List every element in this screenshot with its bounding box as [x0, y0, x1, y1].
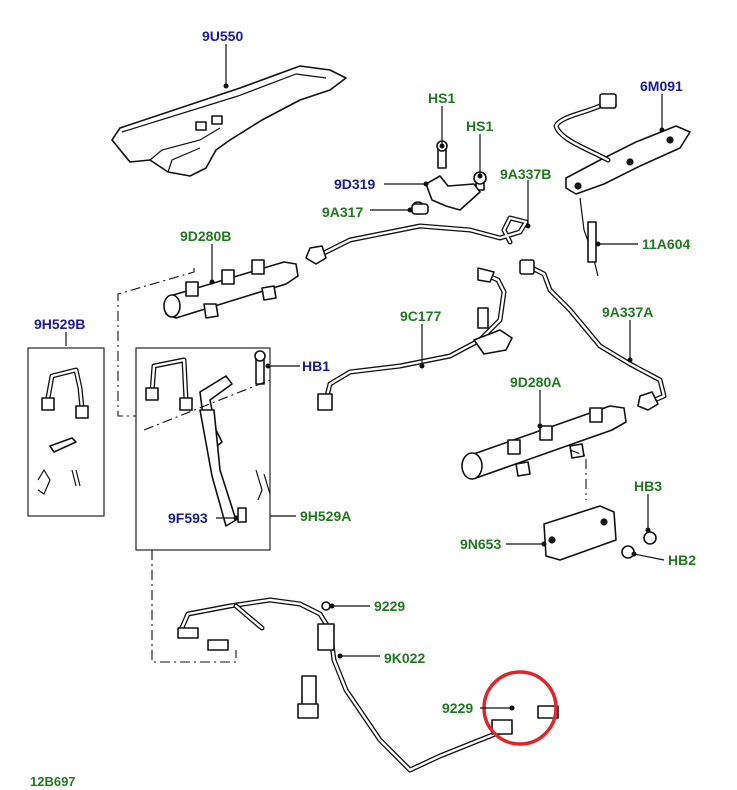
- part-label-hb3: HB3: [634, 478, 663, 494]
- part-label-9c177: 9C177: [400, 308, 442, 324]
- mounting-bracket-9n653-part: [543, 505, 657, 561]
- fuel-rail-9d280a-part: [461, 405, 627, 480]
- glow-plug-harness-part: [553, 93, 691, 277]
- part-label-9k022: 9K022: [384, 650, 426, 666]
- engine-cover-part: [111, 65, 347, 177]
- part-label-11a604: 11A604: [642, 236, 691, 252]
- part-label-9d280b: 9D280B: [180, 228, 232, 244]
- leader-lines: [65, 44, 665, 711]
- part-label-hs1-lower: HS1: [466, 118, 494, 134]
- fuel-pipe-9a337a-part: [519, 259, 667, 411]
- part-label-9229-lower: 9229: [442, 700, 474, 716]
- part-label-9n653: 9N653: [460, 536, 502, 552]
- dash-dot-reference-lines: [117, 268, 587, 663]
- part-label-9f593: 9F593: [168, 510, 208, 526]
- injector-pipe-kit-box: [27, 347, 105, 517]
- part-label-6m091: 6M091: [640, 78, 683, 94]
- part-label-9d319: 9D319: [334, 176, 376, 192]
- fuel-rail-9d280b-part: [163, 259, 299, 319]
- part-label-hb2: HB2: [668, 552, 697, 568]
- part-label-hb1: HB1: [302, 358, 331, 374]
- bracket-assembly-part: [411, 140, 487, 215]
- part-label-hs1-upper: HS1: [428, 90, 456, 106]
- fuel-pipe-9a337b-part: [305, 215, 529, 265]
- wiring-harness-9k022-part: [177, 597, 559, 773]
- part-label-9h529a: 9H529A: [300, 508, 352, 524]
- part-label-9229-upper: 9229: [374, 598, 406, 614]
- part-label-9h529b: 9H529B: [34, 316, 86, 332]
- part-label-9a317: 9A317: [322, 204, 364, 220]
- part-label-9u550: 9U550: [202, 28, 244, 44]
- part-label-9d280a: 9D280A: [510, 374, 562, 390]
- part-label-9a337a: 9A337A: [602, 304, 654, 320]
- part-label-9a337b: 9A337B: [500, 166, 552, 182]
- diagram-id-label: 12B697: [30, 774, 76, 789]
- return-pipe-9c177-part: [317, 267, 513, 411]
